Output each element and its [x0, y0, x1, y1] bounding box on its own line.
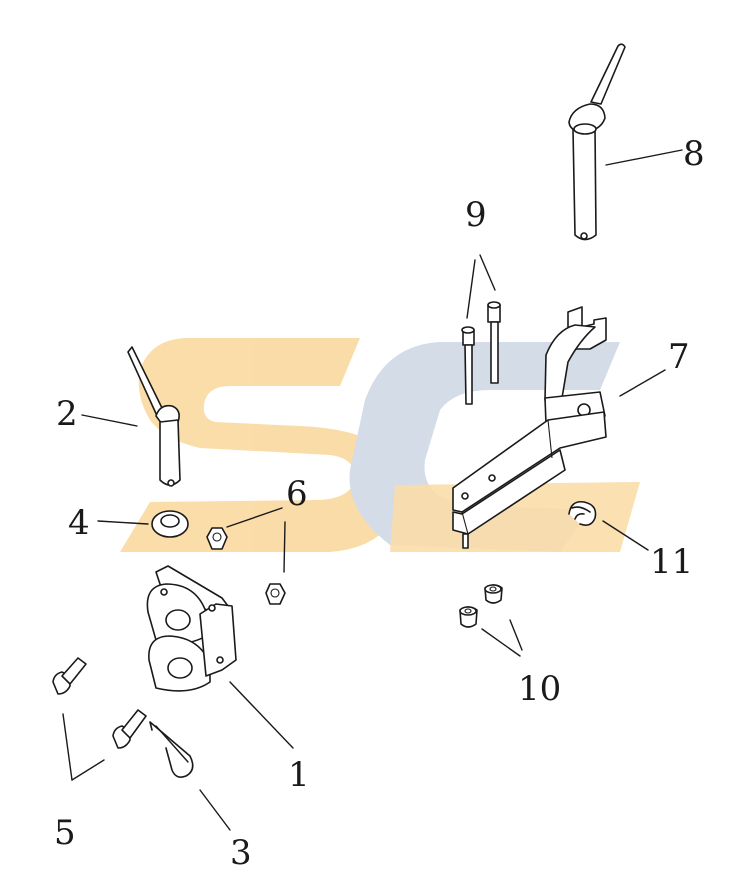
callout-7: 7	[668, 337, 690, 377]
callout-1: 1	[288, 755, 310, 795]
part-11-clip	[568, 500, 597, 526]
part-1-clevis	[146, 565, 237, 692]
leader-lines	[62, 149, 683, 831]
callout-2: 2	[56, 394, 78, 434]
callout-5: 5	[54, 813, 76, 853]
callout-9: 9	[465, 195, 487, 235]
part-4-washer	[151, 510, 189, 538]
part-9-bolts	[461, 301, 501, 405]
callout-10: 10	[518, 669, 561, 709]
watermark-orange-swoosh	[120, 338, 402, 552]
callout-labels: 1 2 3 4 5 6 7 8 9 10 11	[54, 134, 705, 873]
part-6-nuts	[206, 527, 286, 605]
callout-6: 6	[286, 474, 308, 514]
callout-11: 11	[650, 542, 693, 582]
part-10-nuts	[459, 584, 503, 628]
part-3-hairpin	[149, 721, 194, 778]
callout-3: 3	[230, 833, 252, 873]
part-8-lever-pin	[568, 43, 626, 241]
callout-4: 4	[68, 503, 90, 543]
part-5-bolts	[52, 657, 147, 749]
callout-8: 8	[683, 134, 705, 174]
part-7-bracket	[452, 306, 607, 549]
part-2-lever-pin	[127, 346, 181, 487]
